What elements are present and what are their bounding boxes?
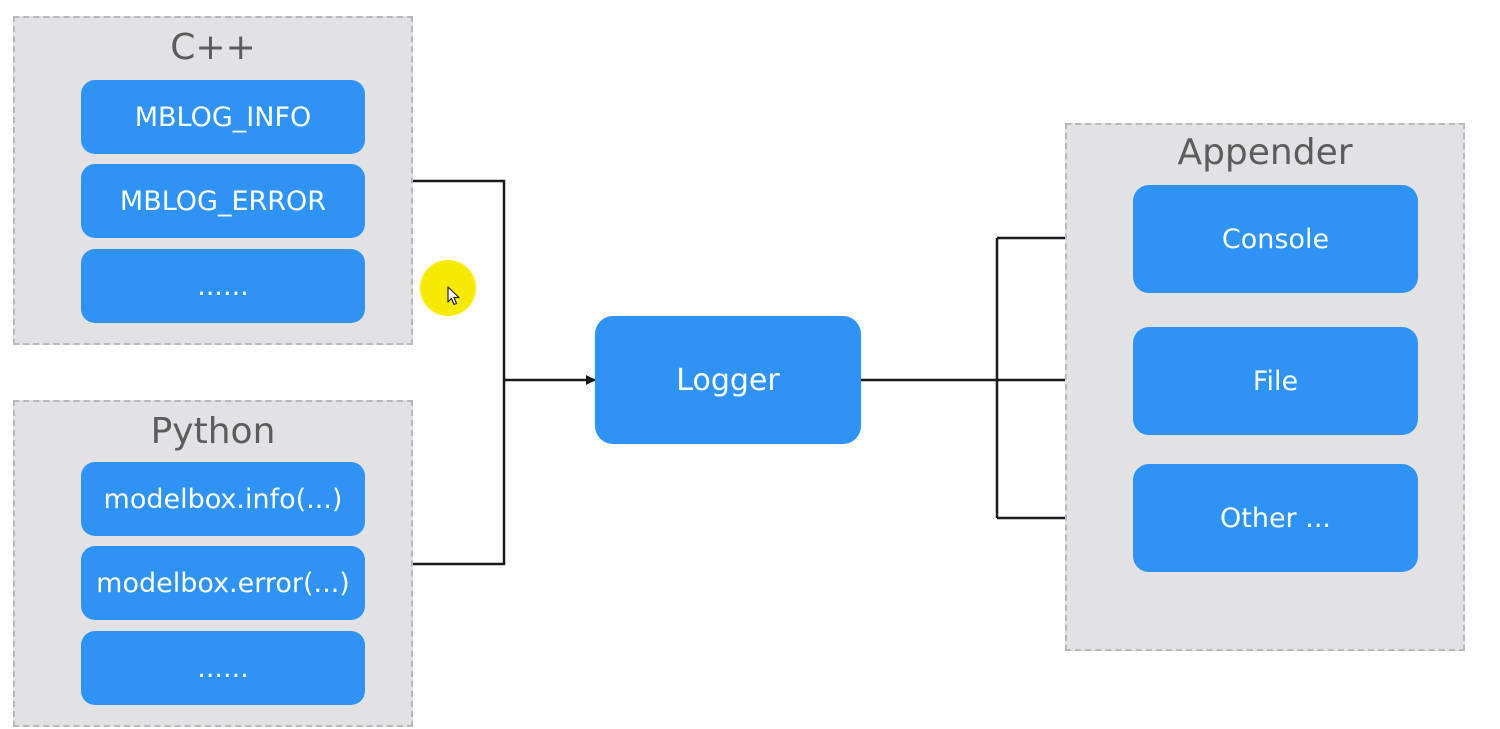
python-group: Python modelbox.info(...) modelbox.error… [13,400,413,727]
python-ellipsis-node: ...... [81,631,365,705]
appender-group-title: Appender [1177,132,1353,173]
mblog-error-node: MBLOG_ERROR [81,164,365,238]
mouse-pointer-icon [447,286,460,306]
mblog-info-node: MBLOG_INFO [81,80,365,154]
console-appender-node: Console [1133,185,1418,293]
cpp-to-logger-connector [412,179,506,380]
appender-group: Appender Console File Other ... [1065,123,1465,651]
modelbox-error-node: modelbox.error(...) [81,546,365,620]
python-group-title: Python [150,411,276,452]
cpp-group-title: C++ [170,27,256,68]
other-appender-node: Other ... [1133,464,1418,572]
logger-node: Logger [595,316,861,444]
file-appender-node: File [1133,327,1418,435]
modelbox-info-node: modelbox.info(...) [81,462,365,536]
python-to-logger-connector [412,380,506,566]
cpp-ellipsis-node: ...... [81,249,365,323]
cpp-group: C++ MBLOG_INFO MBLOG_ERROR ...... [13,16,413,345]
